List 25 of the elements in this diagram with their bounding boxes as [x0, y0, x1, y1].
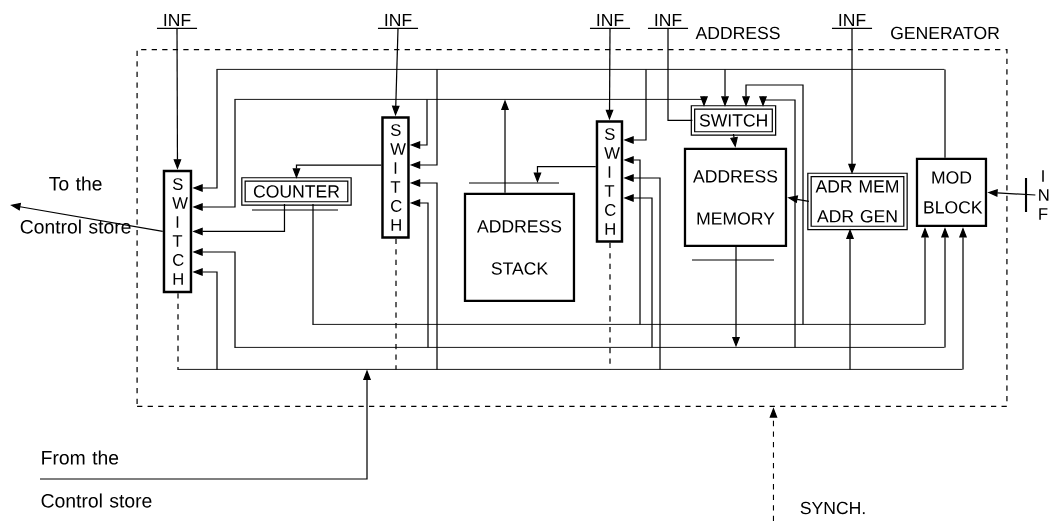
stack-box: ADDRESS STACK [463, 182, 576, 303]
bus-line [234, 99, 704, 100]
switch-box: SWITCH [595, 120, 624, 243]
frame-heading: ADDRESS [695, 26, 780, 40]
inf-label: INF [831, 13, 873, 30]
bus-line [177, 369, 963, 370]
inf-label: INF [1024, 170, 1049, 220]
mod-block-box: MOD BLOCK [915, 157, 988, 228]
switch-box: SWITCH [381, 116, 410, 239]
bus-line [234, 347, 945, 348]
bus-line [312, 324, 925, 325]
bus-line [216, 69, 945, 70]
signal-label: SYNCH. [800, 501, 865, 515]
inf-label: INF [647, 13, 689, 30]
switch-box: SWITCH [690, 105, 777, 136]
port-label: To the Control store [20, 176, 131, 234]
frame-heading: GENERATOR [891, 26, 1000, 40]
inf-label: INF [377, 13, 419, 30]
inf-label: INF [156, 13, 198, 30]
counter-box: COUNTER [241, 177, 352, 211]
generator-box: ADR MEM ADR GEN [807, 172, 908, 231]
inf-label: INF [589, 13, 631, 30]
switch-box: SWITCH [162, 169, 193, 294]
port-label: From the Control store [41, 450, 152, 508]
memory-box: ADDRESS MEMORY [683, 147, 788, 261]
